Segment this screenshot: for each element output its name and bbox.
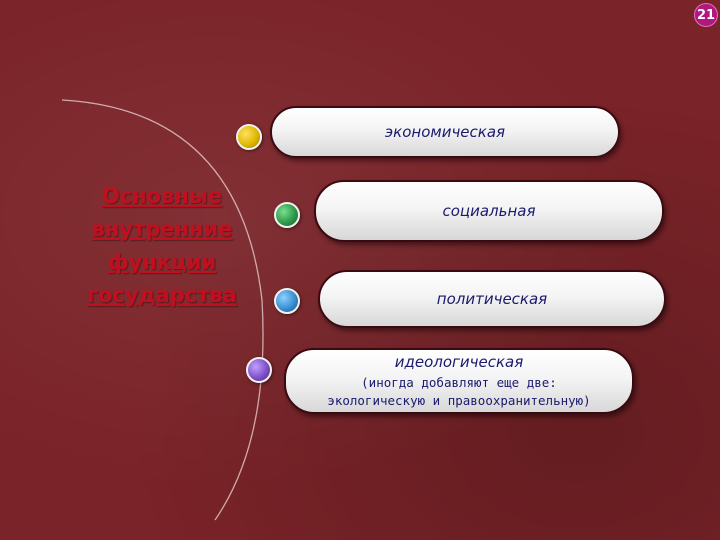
function-economic-label: экономическая bbox=[384, 123, 506, 141]
function-ideological: идеологическая (иногда добавляют еще две… bbox=[284, 348, 634, 414]
bullet-political bbox=[274, 288, 300, 314]
function-ideological-note-line2: экологическую и правоохранительную) bbox=[327, 392, 591, 408]
function-ideological-label: идеологическая bbox=[394, 352, 524, 371]
slide-number-badge: 21 bbox=[694, 3, 718, 27]
function-ideological-note-line1: (иногда добавляют еще две: bbox=[361, 374, 557, 390]
function-political: политическая bbox=[318, 270, 666, 328]
diagram-title: Основные внутренние функции государства bbox=[87, 184, 237, 307]
function-political-label: политическая bbox=[436, 290, 548, 308]
bullet-social bbox=[274, 202, 300, 228]
bullet-ideological bbox=[246, 357, 272, 383]
bullet-economic bbox=[236, 124, 262, 150]
function-social-label: социальная bbox=[442, 202, 536, 220]
function-social: социальная bbox=[314, 180, 664, 242]
function-economic: экономическая bbox=[270, 106, 620, 158]
